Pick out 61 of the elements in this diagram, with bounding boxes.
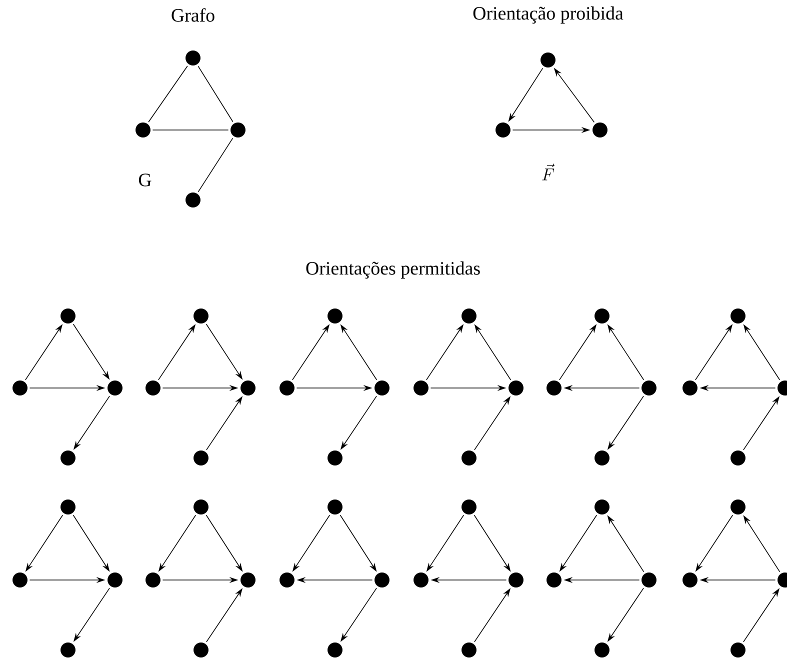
vertex-dot: [280, 380, 294, 396]
vertex-dot: [60, 500, 76, 514]
vertex-dot: [194, 450, 208, 466]
vertex-dot: [12, 572, 28, 588]
vertex-dot: [642, 380, 656, 396]
vertex-dot: [374, 572, 390, 588]
vertex-dot: [328, 642, 342, 658]
vertex-dot: [546, 572, 562, 588]
vertex-dot: [508, 380, 524, 396]
vertex-dot: [328, 500, 342, 514]
vertex-dot: [146, 572, 160, 588]
vertex-dot: [240, 572, 256, 588]
vertex-dot: [594, 642, 610, 658]
vertex-dot: [592, 122, 608, 138]
vertex-dot: [462, 642, 476, 658]
vertex-dot: [594, 308, 610, 324]
vertex-dot: [230, 122, 246, 138]
vertex-dot: [496, 122, 510, 138]
vertex-dot: [414, 572, 428, 588]
vertex-dot: [594, 500, 610, 514]
connector-line: [198, 138, 234, 192]
vertex-dot: [60, 450, 76, 466]
vertex-dot: [108, 572, 122, 588]
vertex-dot: [186, 192, 200, 208]
vertex-dot: [594, 450, 610, 466]
graph-title: Grafo: [172, 8, 214, 22]
connector-line: [148, 66, 188, 122]
vertex-dot: [280, 572, 294, 588]
vertex-dot: [730, 642, 746, 658]
vertex-dot: [540, 52, 556, 68]
vertex-dot: [508, 572, 524, 588]
vertex-dot: [60, 308, 76, 324]
vertex-dot: [108, 380, 122, 396]
vertex-dot: [194, 642, 208, 658]
graph-name: $\vec{F}$: [542, 164, 554, 180]
vertex-dot: [462, 500, 476, 514]
vertex-dot: [730, 308, 746, 324]
connector-line: [198, 66, 234, 122]
vertex-dot: [12, 380, 28, 396]
graph-name: G: [138, 174, 152, 186]
vertex-dot: [194, 500, 208, 514]
vertex-dot: [374, 380, 390, 396]
section-title: Orientações permitidas: [306, 261, 480, 279]
graph-title: Orientação proibida: [473, 6, 624, 24]
vertex-dot: [186, 50, 200, 66]
vertex-dot: [642, 572, 656, 588]
vertex-dot: [546, 380, 562, 396]
vertex-dot: [136, 122, 150, 138]
vertex-dot: [328, 450, 342, 466]
vertex-dot: [730, 500, 746, 514]
vertex-dot: [194, 308, 208, 324]
vertex-dot: [682, 572, 698, 588]
vertex-dot: [682, 380, 698, 396]
vertex-dot: [730, 450, 746, 466]
vertex-dot: [60, 642, 76, 658]
vertex-dot: [240, 380, 256, 396]
vertex-dot: [414, 380, 428, 396]
vertex-dot: [146, 380, 160, 396]
vertex-dot: [462, 450, 476, 466]
vertex-dot: [328, 308, 342, 324]
vertex-dot: [462, 308, 476, 324]
